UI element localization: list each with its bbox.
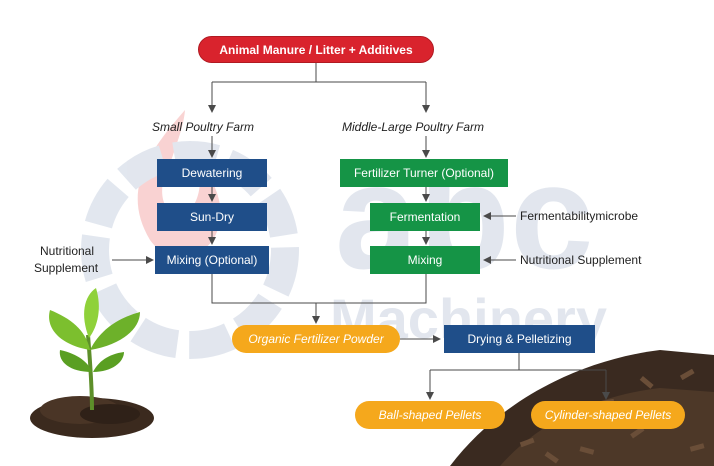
node-organic-fertilizer-powder: Organic Fertilizer Powder — [232, 325, 400, 353]
gear-icon — [81, 141, 299, 359]
node-cylinder-pellets: Cylinder-shaped Pellets — [531, 401, 685, 429]
node-manure-additives: Animal Manure / Litter + Additives — [198, 36, 434, 63]
node-ball-pellets: Ball-shaped Pellets — [355, 401, 505, 429]
node-fermentation: Fermentation — [370, 203, 480, 231]
label-small-poultry-farm: Small Poultry Farm — [152, 120, 255, 134]
node-mixing: Mixing — [370, 246, 480, 274]
node-sun-dry: Sun-Dry — [157, 203, 267, 231]
plant-seedling-image — [30, 288, 154, 438]
node-mixing-optional: Mixing (Optional) — [155, 246, 269, 274]
label-large-poultry-farm: Middle-Large Poultry Farm — [342, 120, 485, 134]
label-nutritional-left-line1: Nutritional — [40, 244, 95, 258]
label-nutritional-right: Nutritional Supplement — [520, 253, 642, 267]
connector-merge — [211, 274, 427, 304]
label-nutritional-left-line2: Supplement — [34, 261, 99, 275]
label-fermentability-microbe: Fermentabilitymicrobe — [520, 209, 639, 223]
node-dewatering: Dewatering — [157, 159, 267, 187]
connector-bottom-split — [430, 353, 606, 371]
connector-top-split — [212, 63, 426, 83]
node-drying-pelletizing: Drying & Pelletizing — [444, 325, 595, 353]
node-fertilizer-turner: Fertilizer Turner (Optional) — [340, 159, 508, 187]
